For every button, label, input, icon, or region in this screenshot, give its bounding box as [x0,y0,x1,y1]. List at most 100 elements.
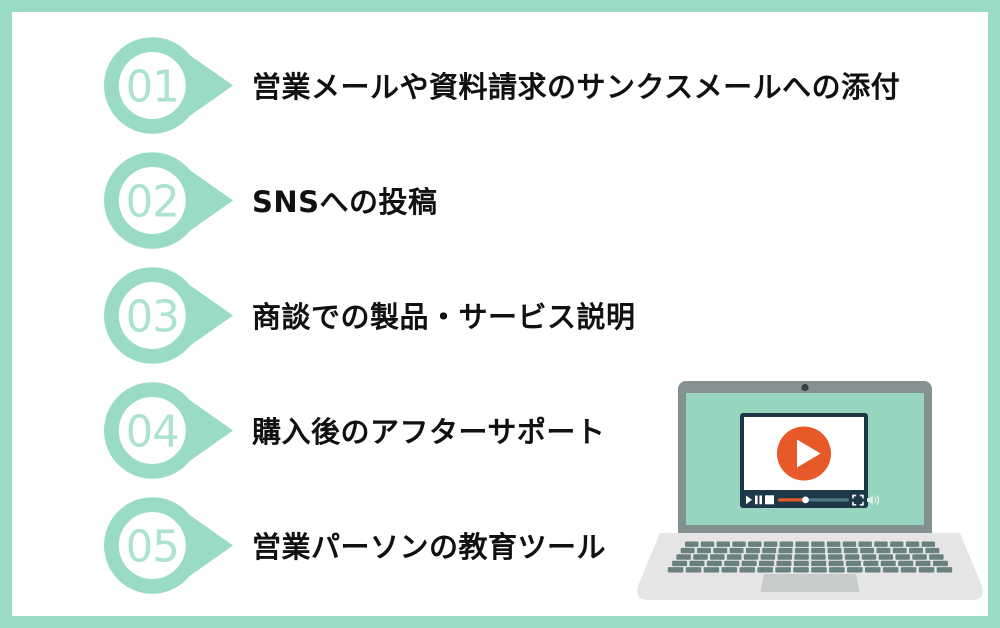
webcam-icon [801,383,809,392]
keyboard-key [811,547,826,554]
keyboard-key [794,547,809,554]
keyboard-key [918,567,935,573]
keyboard-key [710,554,725,560]
keyboard-key [900,567,917,573]
pin-number: 01 [126,62,179,112]
number-pin-icon: 01 [104,36,234,134]
keyboard-key [721,567,738,573]
pin-point [186,282,234,348]
keyboard-key [882,567,899,573]
pin-number: 02 [126,177,179,227]
keyboard-key [844,554,860,560]
keyboard-key [779,541,794,547]
seekbar-handle [802,496,809,504]
list-item: 01 営業メールや資料請求のサンクスメールへの添付 [104,36,901,134]
keyboard-key [878,554,894,560]
pin-inner [118,396,186,464]
keyboard-key [793,560,809,567]
keyboard-key [890,541,904,547]
keyboard-key [759,560,775,567]
keyboard-key [811,560,827,567]
keyboard-key [672,560,688,567]
pin-point [186,167,234,233]
keyboard-key [745,547,760,554]
keyboard-key [763,541,778,547]
list-item: 03 商談での製品・サービス説明 [104,266,636,364]
keyboard-key [932,560,948,567]
pin-inner [118,281,186,349]
keyboard-key [703,567,720,573]
pin-number: 05 [126,522,179,572]
list-item: 02 SNSへの投稿 [104,151,438,249]
keyboard-key [795,541,809,547]
laptop-icon [637,381,983,600]
item-label: SNSへの投稿 [252,185,438,219]
number-pin-icon: 04 [104,381,234,479]
keyboard-key [741,560,757,567]
keyboard-key [732,541,746,547]
keyboard-key [827,547,842,554]
keyboard-key [828,560,844,567]
item-label: 購入後のアフターサポート [252,415,606,449]
keyboard-key [748,541,762,547]
play-icon [797,439,821,468]
list-item: 05 営業パーソンの教育ツール [104,496,606,594]
player-play-icon [746,495,752,505]
keyboard-key [680,547,695,554]
keyboard-key [706,560,722,567]
keyboard-key [776,560,792,567]
keyboard-key [925,547,940,554]
keyboard-key [847,567,863,573]
keyboard-key [778,547,793,554]
keyboard-key [826,541,841,547]
fullscreen-icon [852,494,864,506]
player-pause-icon [759,495,762,505]
keyboard-key [724,560,740,567]
item-label: 商談での製品・サービス説明 [252,300,636,334]
keyboard-key [685,541,699,547]
list-item: 04 購入後のアフターサポート [104,381,606,479]
seekbar-track [805,498,849,502]
keyboard-key [915,560,931,567]
keyboard-key [864,567,881,573]
keyboard-key [739,567,756,573]
keyboard-key [689,560,705,567]
keyboard-key [858,541,872,547]
number-pin-icon: 03 [104,266,234,364]
keyboard-key [793,567,809,573]
keyboard-key [936,567,953,573]
keyboard-key [876,547,891,554]
pin-point [186,52,234,118]
item-label: 営業メールや資料請求のサンクスメールへの添付 [252,70,901,104]
keyboard-key [880,560,896,567]
laptop-illustration [630,378,990,626]
pin-point [186,512,234,578]
keyboard-key [811,554,826,560]
keyboard-key [697,547,711,554]
keyboard-key [909,547,923,554]
number-pin-icon: 05 [104,496,234,594]
pin-inner [118,166,186,234]
keyboard-key [905,541,920,547]
keyboard-key [685,567,702,573]
keyboard-key [929,554,944,560]
player-stop-icon [765,495,774,505]
keyboard-key [700,541,715,547]
pin-number: 03 [126,292,179,342]
keyboard-key [829,567,845,573]
keyboard-key [743,554,759,560]
trackpad [760,574,860,592]
keyboard-key [760,554,776,560]
keyboard-key [895,554,910,560]
player-pause-icon [755,495,758,505]
keyboard-key [860,547,875,554]
keyboard-key [713,547,728,554]
keyboard-key [861,554,877,560]
keyboard-key [874,541,888,547]
pin-inner [118,51,186,119]
pin-inner [118,511,186,579]
seekbar-progress [778,498,805,502]
keyboard-key [912,554,927,560]
pin-number: 04 [126,407,179,457]
keyboard-key [892,547,907,554]
